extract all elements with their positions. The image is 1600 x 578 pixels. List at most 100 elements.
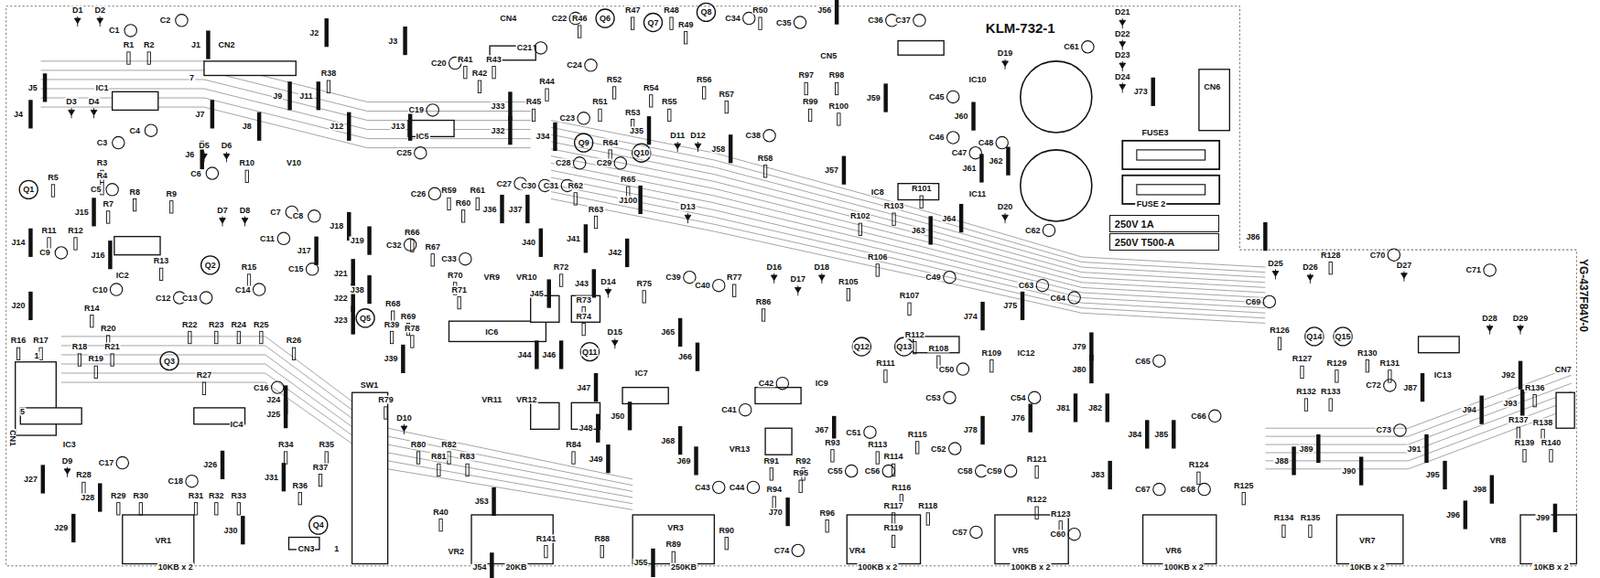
part-label: C52 [929, 444, 948, 454]
part-label: CN6 [1202, 82, 1222, 91]
part-label: D3 [64, 97, 78, 107]
part-label: C69 [1244, 297, 1263, 306]
jumper-symbol [1316, 434, 1320, 464]
part-label: Q2 [204, 260, 217, 270]
resistor-symbol [990, 360, 994, 373]
diode-symbol [400, 424, 408, 435]
part-label: R16 [10, 336, 28, 346]
capacitor-symbol [1153, 355, 1166, 368]
part-label: J96 [1445, 510, 1461, 519]
capacitor-symbol [969, 147, 982, 160]
part-label: D1 [71, 6, 85, 15]
part-label: J70 [767, 508, 784, 517]
part-label: R140 [1540, 438, 1563, 447]
part-label: C39 [664, 273, 682, 282]
part-label: J50 [609, 411, 626, 421]
capacitor-symbol [882, 464, 895, 477]
capacitor-symbol [403, 238, 416, 251]
jumper-symbol [1145, 420, 1149, 449]
rating-text: 250V 1A [1114, 218, 1155, 230]
part-label: J85 [1153, 430, 1169, 439]
part-label: J6 [183, 151, 195, 160]
capacitor-symbol [1068, 528, 1081, 541]
part-label: R42 [471, 69, 489, 78]
part-label: R10 [238, 159, 257, 168]
jumper-symbol [650, 549, 655, 578]
diode-symbol [1272, 269, 1279, 280]
part-label: J67 [813, 426, 830, 435]
part-label: R5 [46, 172, 60, 182]
jumper-symbol [499, 194, 504, 224]
part-label: Q3 [162, 356, 176, 366]
copper-trace [551, 170, 1265, 303]
part-label: J64 [940, 214, 957, 223]
part-label: R34 [277, 441, 295, 450]
jumper-symbol [525, 194, 530, 224]
part-label: CN5 [819, 52, 838, 61]
copper-trace [551, 162, 1265, 298]
part-label: C50 [938, 365, 956, 374]
part-label: R77 [725, 273, 744, 282]
part-label: C32 [385, 240, 403, 249]
resistor-symbol [769, 468, 773, 481]
part-label: IC10 [967, 75, 987, 84]
resistor-symbol [908, 302, 911, 315]
resistor-symbol [891, 535, 895, 548]
resistor-symbol [702, 86, 706, 99]
resistor-symbol [127, 52, 130, 65]
part-label: C23 [559, 114, 577, 123]
part-label: R67 [423, 242, 442, 251]
part-label: FUSE 2 [1135, 199, 1168, 208]
jumper-symbol [1420, 373, 1425, 402]
part-label: J32 [490, 126, 507, 135]
jumper-symbol [350, 259, 355, 288]
jumper-symbol [627, 401, 632, 431]
part-label: J62 [988, 157, 1005, 166]
copper-trace [1264, 367, 1571, 429]
resistor-symbol [758, 17, 762, 30]
part-label: R7 [101, 199, 115, 208]
resistor-symbol [573, 193, 577, 206]
part-label: R127 [1291, 355, 1314, 364]
resistor-symbol [831, 450, 834, 463]
part-label: Q12 [853, 343, 871, 352]
diode-symbol [201, 151, 208, 163]
resistor-symbol [464, 65, 467, 78]
part-label: J79 [1070, 343, 1087, 352]
part-label: R35 [317, 441, 336, 450]
part-label: VR3 [666, 524, 685, 533]
part-label: R86 [755, 297, 773, 306]
part-label: J98 [1471, 486, 1488, 495]
resistor-symbol [804, 82, 808, 95]
capacitor-symbol [1387, 248, 1400, 261]
part-label: R17 [32, 336, 50, 346]
copper-trace [61, 336, 633, 480]
capacitor-symbol [271, 381, 284, 394]
part-label: R1 [122, 41, 136, 50]
part-label: R11 [40, 226, 57, 235]
capacitor-symbol [1020, 150, 1092, 222]
part-label: J93 [1502, 400, 1518, 409]
part-label: J63 [910, 226, 927, 235]
resistor-symbol [1035, 465, 1038, 478]
part-label: C63 [1017, 281, 1036, 291]
part-label: J88 [1274, 456, 1290, 465]
part-label: R119 [883, 524, 905, 533]
capacitor-symbol [1383, 379, 1396, 392]
part-label: C61 [1062, 43, 1081, 52]
part-label: SW1 [359, 381, 380, 390]
part-label: IC12 [1016, 348, 1037, 357]
part-label: R49 [677, 20, 695, 29]
part-label: R70 [446, 270, 465, 280]
jumper-symbol [980, 302, 984, 331]
part-label: R74 [574, 312, 593, 321]
part-label: R28 [75, 471, 93, 480]
part-label: J94 [1461, 406, 1478, 415]
jumper-symbol [695, 343, 700, 372]
part-label: CN4 [498, 14, 518, 23]
resistor-symbol [1197, 472, 1200, 485]
jumper-symbol [508, 91, 512, 120]
component-outline [1418, 336, 1460, 354]
copper-trace [61, 373, 633, 505]
part-label: J18 [328, 222, 345, 231]
